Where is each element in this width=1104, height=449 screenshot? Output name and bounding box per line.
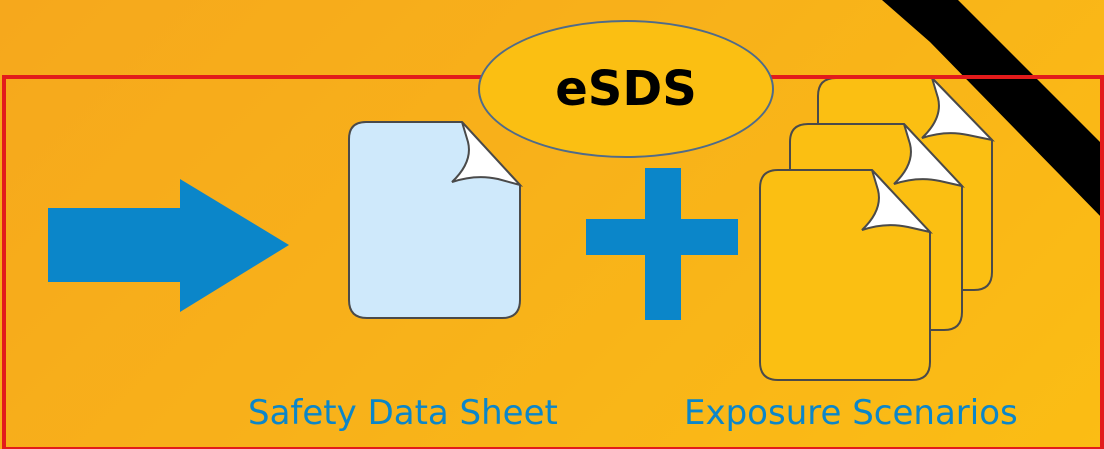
stacked-documents-icon: [759, 77, 995, 381]
black-stripe-decoration: [882, 0, 1104, 220]
plus-icon: [586, 168, 738, 320]
esds-badge: eSDS: [478, 20, 774, 158]
exposure-scenarios-label: Exposure Scenarios: [684, 393, 1018, 433]
esds-badge-label: eSDS: [555, 61, 697, 117]
safety-data-sheet-label: Safety Data Sheet: [248, 393, 558, 433]
right-arrow-icon: [48, 179, 289, 312]
document-icon: [348, 121, 524, 319]
exposure-document-front: [759, 169, 933, 381]
